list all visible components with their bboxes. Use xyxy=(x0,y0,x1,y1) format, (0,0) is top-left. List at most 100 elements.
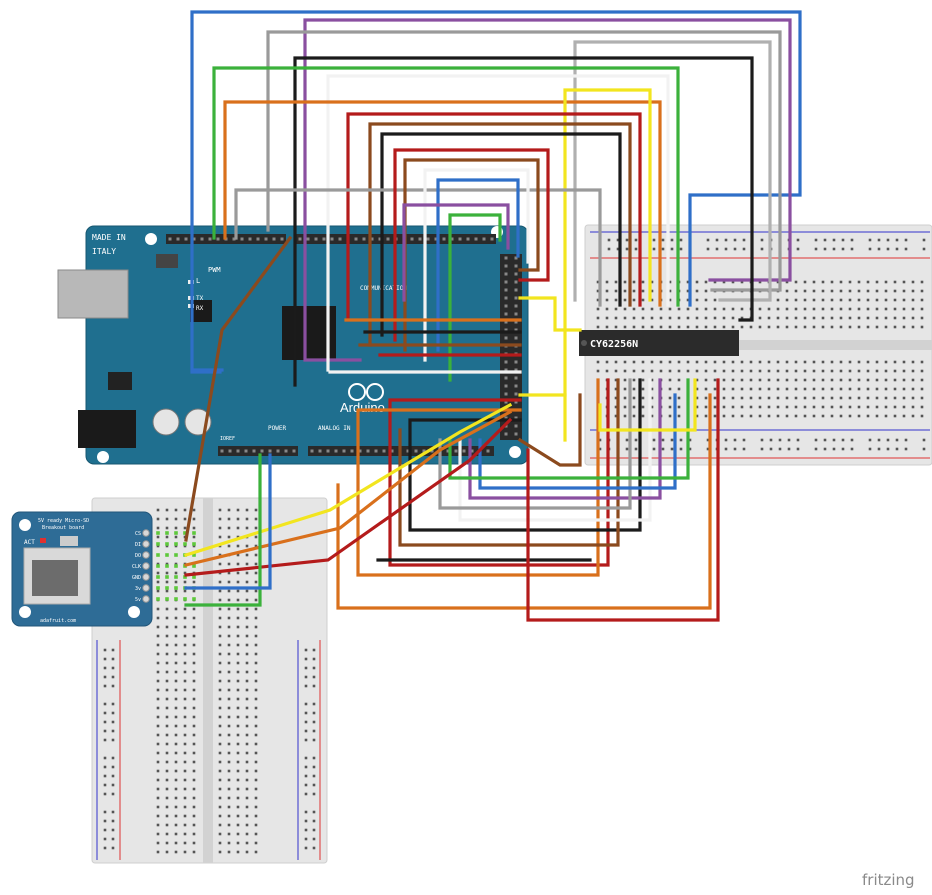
breadboard-hole xyxy=(165,787,169,791)
breadboard-hole xyxy=(695,280,699,284)
power-jack xyxy=(78,410,136,448)
breadboard-hole xyxy=(174,580,178,584)
breadboard-hole xyxy=(227,706,231,710)
breadboard-hole xyxy=(312,846,316,850)
header-pin xyxy=(514,400,518,404)
breadboard-hole xyxy=(192,661,196,665)
fritzing-watermark: fritzing xyxy=(862,871,915,889)
breadboard-hole xyxy=(236,589,240,593)
breadboard-hole-active xyxy=(174,597,178,601)
breadboard-hole xyxy=(848,298,852,302)
breadboard-hole xyxy=(218,589,222,593)
breadboard-hole xyxy=(174,634,178,638)
l-led-label: L xyxy=(196,277,200,285)
breadboard-hole xyxy=(904,447,908,451)
breadboard-hole xyxy=(911,387,915,391)
breadboard-hole xyxy=(218,526,222,530)
breadboard-hole xyxy=(785,360,789,364)
breadboard-hole xyxy=(785,387,789,391)
breadboard-hole xyxy=(830,289,834,293)
breadboard-hole xyxy=(704,387,708,391)
breadboard-hole xyxy=(724,438,728,442)
breadboard-hole xyxy=(875,414,879,418)
breadboard-hole xyxy=(742,438,746,442)
breadboard-hole xyxy=(245,508,249,512)
sd-pin-label: GND xyxy=(132,575,141,581)
breadboard-hole xyxy=(661,438,665,442)
breadboard-hole xyxy=(641,280,645,284)
breadboard-hole xyxy=(174,535,178,539)
header-pin xyxy=(334,449,338,453)
breadboard-hole xyxy=(803,378,807,382)
breadboard-hole xyxy=(218,841,222,845)
wire-red xyxy=(184,417,513,577)
breadboard-hole xyxy=(245,814,249,818)
breadboard-hole xyxy=(713,298,717,302)
breadboard-hole xyxy=(920,387,924,391)
breadboard-left-holes xyxy=(103,508,316,854)
breadboard-hole xyxy=(758,316,762,320)
header-pin xyxy=(514,424,518,428)
breadboard-hole xyxy=(312,828,316,832)
breadboard-hole xyxy=(165,589,169,593)
breadboard-hole xyxy=(245,697,249,701)
breadboard-hole xyxy=(650,316,654,320)
breadboard-hole xyxy=(156,679,160,683)
breadboard-hole xyxy=(812,405,816,409)
breadboard-hole xyxy=(236,652,240,656)
breadboard-hole xyxy=(227,625,231,629)
breadboard-hole xyxy=(245,580,249,584)
breadboard-hole xyxy=(740,414,744,418)
header-pin xyxy=(504,416,508,420)
breadboard-hole xyxy=(848,360,852,364)
breadboard-hole xyxy=(677,307,681,311)
breadboard-hole xyxy=(821,316,825,320)
header-pin xyxy=(504,336,508,340)
breadboard-hole xyxy=(245,562,249,566)
breadboard-hole xyxy=(821,405,825,409)
sram-chip-label: CY62256N xyxy=(590,339,638,350)
breadboard-hole xyxy=(174,733,178,737)
breadboard-hole xyxy=(866,325,870,329)
breadboard-hole xyxy=(722,405,726,409)
breadboard-hole xyxy=(614,280,618,284)
header-pin xyxy=(318,449,322,453)
breadboard-hole xyxy=(848,316,852,320)
breadboard-hole xyxy=(596,280,600,284)
breadboard-hole xyxy=(156,652,160,656)
wire-brown xyxy=(184,235,293,542)
breadboard-hole xyxy=(686,360,690,364)
breadboard-hole xyxy=(875,298,879,302)
breadboard-hole xyxy=(174,688,178,692)
breadboard-hole xyxy=(254,778,258,782)
sd-breakout: 5V ready Micro-SD Breakout board ACT ada… xyxy=(11,511,153,627)
breadboard-hole xyxy=(893,307,897,311)
breadboard-hole xyxy=(192,517,196,521)
header-pin xyxy=(184,237,188,241)
header-pin xyxy=(314,237,318,241)
header-pin xyxy=(504,280,508,284)
breadboard-hole xyxy=(254,535,258,539)
breadboard-hole xyxy=(156,787,160,791)
breadboard-hole-active xyxy=(156,575,160,579)
breadboard-hole xyxy=(218,814,222,818)
breadboard-hole xyxy=(794,414,798,418)
breadboard-hole xyxy=(821,360,825,364)
breadboard-hole xyxy=(236,805,240,809)
wire-blue xyxy=(436,178,520,352)
breadboard-hole xyxy=(904,238,908,242)
breadboard-hole xyxy=(192,715,196,719)
breadboard-hole xyxy=(902,280,906,284)
breadboard-hole xyxy=(312,666,316,670)
breadboard-hole xyxy=(156,580,160,584)
breadboard-hole xyxy=(254,724,258,728)
breadboard-hole xyxy=(814,447,818,451)
breadboard-hole xyxy=(776,414,780,418)
breadboard-hole xyxy=(704,396,708,400)
breadboard-hole xyxy=(227,571,231,575)
breadboard-hole xyxy=(796,447,800,451)
breadboard-hole xyxy=(776,396,780,400)
header-pin xyxy=(442,237,446,241)
breadboard-hole xyxy=(165,526,169,530)
breadboard-hole xyxy=(304,819,308,823)
